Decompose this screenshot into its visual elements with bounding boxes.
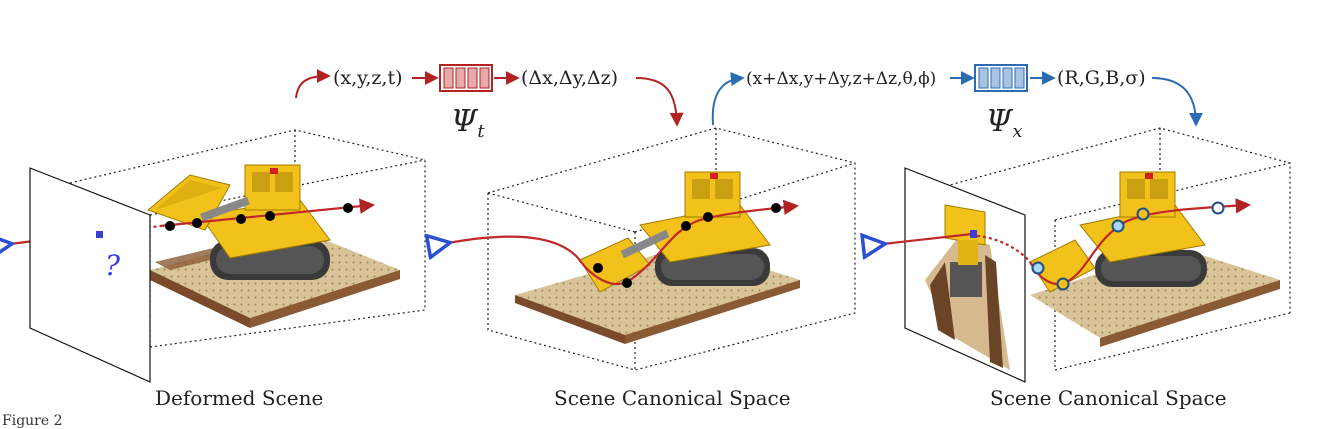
caption-canonical-space-2: Scene Canonical Space bbox=[990, 386, 1227, 410]
panel-deformed-scene: ? bbox=[10, 129, 426, 383]
image-plane bbox=[29, 167, 151, 383]
output-formula: (R,G,B,σ) bbox=[1057, 67, 1146, 89]
mlp-psi-x-icon bbox=[974, 64, 1028, 92]
deformed-ray-dotted bbox=[976, 234, 1031, 263]
mlp-psi-t-icon bbox=[439, 64, 493, 92]
pixel-marker bbox=[970, 230, 977, 238]
lego-bulldozer-icon bbox=[147, 164, 331, 280]
caption-canonical-space-1: Scene Canonical Space bbox=[554, 386, 791, 410]
rendered-view-thumbnail bbox=[925, 204, 1010, 370]
ground-plate bbox=[1030, 248, 1280, 338]
sample-points bbox=[593, 203, 781, 288]
arrow-to-canonical bbox=[635, 77, 684, 127]
figure-label: Figure 2 bbox=[2, 413, 63, 429]
caption-deformed-scene: Deformed Scene bbox=[155, 386, 324, 410]
canonical-input-formula: (x+Δx,y+Δy,z+Δz,θ,ϕ) bbox=[746, 69, 936, 89]
camera-ray-solid bbox=[883, 234, 973, 244]
ground-rim-side bbox=[625, 280, 800, 344]
pixel-marker bbox=[96, 231, 103, 238]
sample-points-colored bbox=[1031, 201, 1225, 291]
formula-row: (x,y,z,t) Ψt (Δx,Δy,Δz) (x+Δx,y+Δy,z+Δz,… bbox=[295, 64, 1203, 142]
arrow-to-panel-3 bbox=[1151, 77, 1203, 127]
arrow-to-time-input bbox=[295, 69, 331, 99]
panel-canonical-space-1 bbox=[448, 127, 856, 371]
panel-canonical-space-2 bbox=[883, 127, 1291, 383]
deformation-formula: (Δx,Δy,Δz) bbox=[521, 67, 618, 89]
unknown-color-mark: ? bbox=[105, 249, 121, 282]
ground-rim-side bbox=[1100, 280, 1280, 347]
ground-rim bbox=[150, 270, 250, 328]
ground-rim bbox=[515, 295, 625, 344]
ground-rim-side bbox=[250, 270, 400, 328]
lego-bulldozer-icon bbox=[579, 171, 771, 293]
lego-bulldozer-icon bbox=[1029, 171, 1207, 293]
time-input-formula: (x,y,z,t) bbox=[333, 67, 403, 89]
psi-t-label: Ψt bbox=[451, 104, 485, 142]
arrow-to-canonical-input bbox=[711, 72, 745, 126]
psi-x-label: Ψx bbox=[986, 104, 1022, 142]
deformed-ray bbox=[1029, 198, 1252, 286]
sample-points bbox=[165, 203, 353, 231]
